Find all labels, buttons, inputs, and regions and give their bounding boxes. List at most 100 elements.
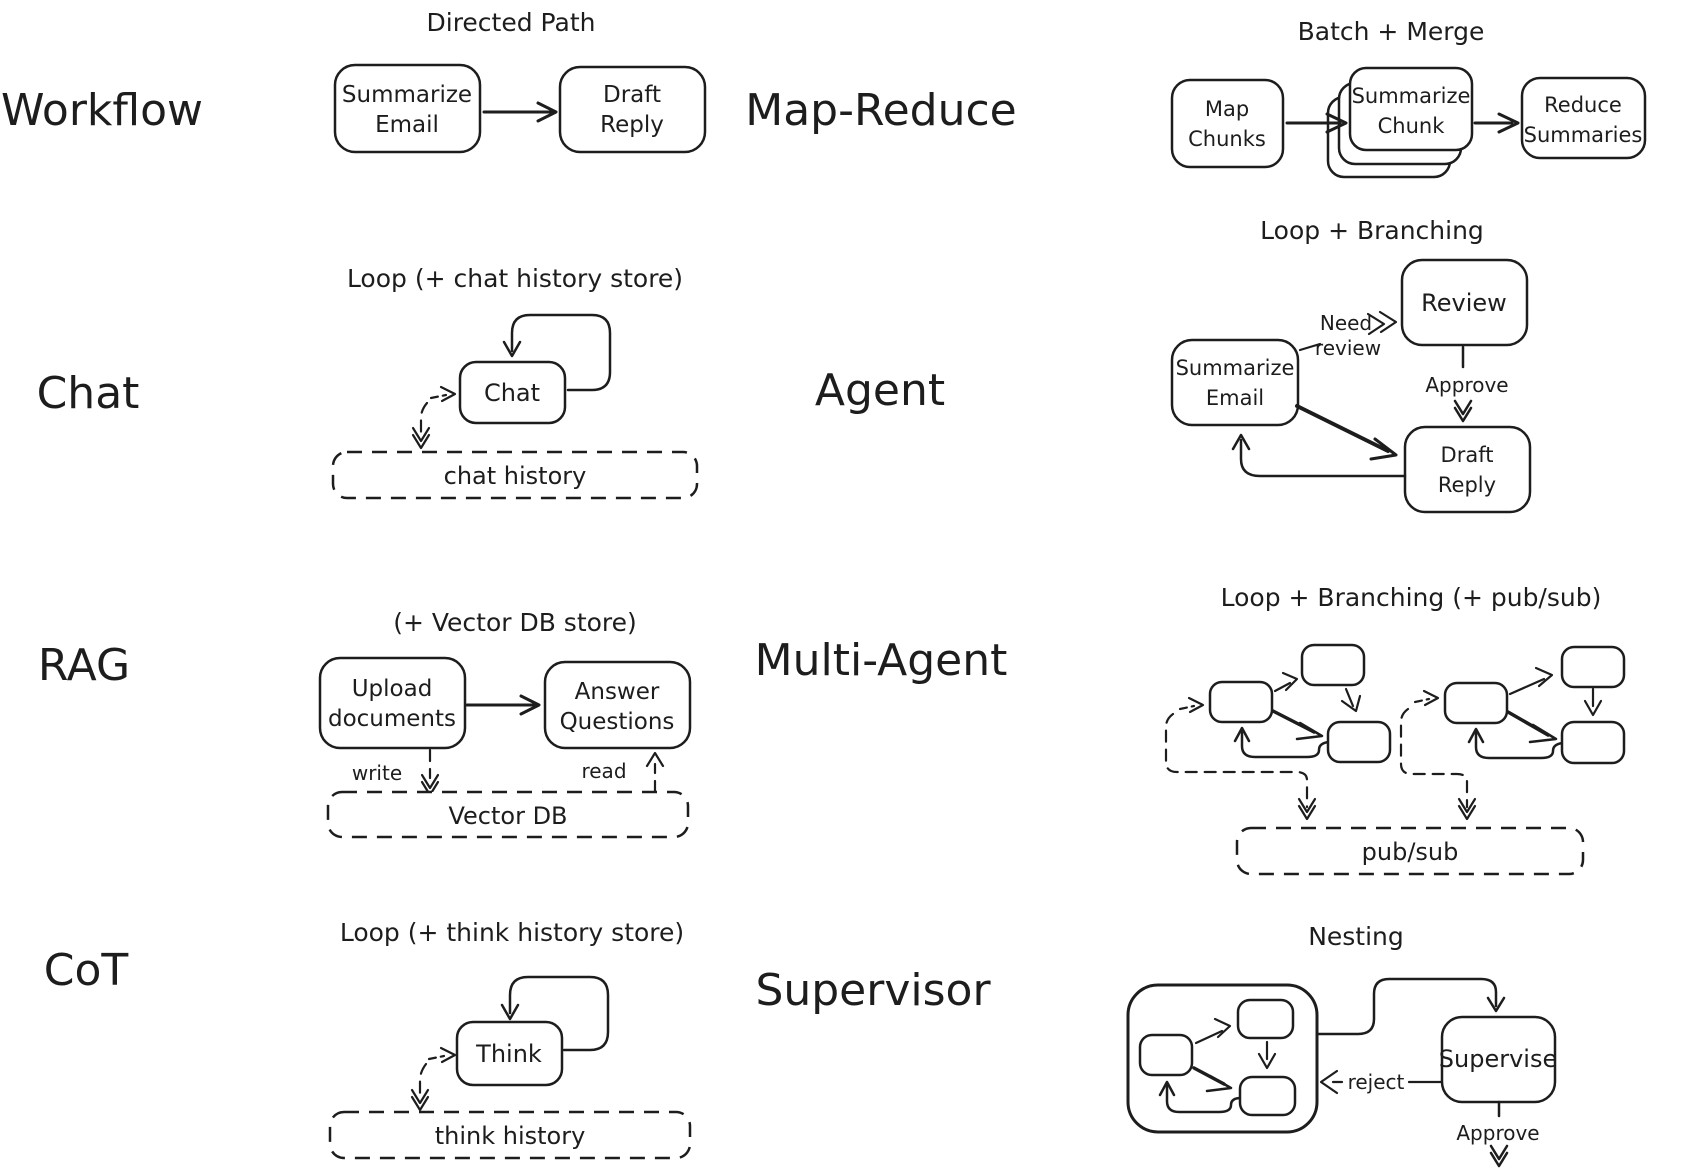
panel-rag: RAG (+ Vector DB store) Upload documents…	[38, 608, 692, 839]
arrow-upload-to-answer	[465, 694, 541, 716]
arrow-draft-to-summarize-loop	[1231, 433, 1407, 478]
node-summarize-chunk-stack: Summarize Chunk	[1326, 66, 1474, 179]
panel-label: Supervisor	[755, 965, 991, 1016]
arrowhead	[1422, 689, 1440, 707]
agent-node	[1326, 720, 1392, 764]
node-label: Draft	[1441, 443, 1494, 467]
panel-title: Loop (+ think history store)	[340, 918, 684, 947]
node-upload-documents	[318, 656, 467, 750]
edge-label: Approve	[1456, 1121, 1539, 1145]
dashed-arrow-to-store	[410, 1062, 430, 1112]
node-label: Draft	[603, 82, 661, 108]
panel-chat: Chat Loop (+ chat history store) Chat ch…	[37, 264, 699, 500]
nested-arrow-left-to-top	[1194, 1017, 1232, 1045]
edge-approve: Approve	[1425, 345, 1509, 423]
agent-node	[1300, 643, 1366, 687]
panel-title: Batch + Merge	[1298, 17, 1485, 46]
node-summarize-email	[333, 63, 482, 154]
node-label: Summaries	[1524, 123, 1643, 147]
node-label: Reduce	[1544, 93, 1622, 117]
edge-label: review	[1315, 336, 1381, 360]
arrowhead	[411, 433, 431, 450]
edge-need-review: Need review	[1298, 310, 1398, 360]
arrowhead	[1583, 699, 1603, 717]
nested-loop-bottom-to-left	[1158, 1080, 1243, 1114]
arrowhead	[645, 751, 665, 768]
arrow-left-to-top	[1508, 666, 1554, 696]
arrowhead	[1295, 721, 1324, 741]
node-label: Chunk	[1378, 114, 1446, 138]
node-label: Reply	[600, 112, 664, 138]
arrow-summarize-to-reduce	[1473, 112, 1520, 134]
arrow-top-to-bottom	[1340, 687, 1362, 713]
arrowhead	[500, 1003, 520, 1021]
store-label: think history	[435, 1122, 586, 1150]
edge-label: read	[581, 759, 626, 783]
node-map-chunks	[1170, 78, 1285, 169]
arrowhead	[1453, 406, 1473, 423]
panel-label: Multi-Agent	[755, 635, 1008, 686]
edge-approve: Approve	[1456, 1100, 1540, 1168]
arrowhead	[1528, 723, 1558, 744]
node-label: Summarize	[1176, 356, 1295, 380]
dashed-entry-arrow	[1178, 696, 1205, 714]
loop-bottom-to-left	[1233, 726, 1331, 759]
arrowhead	[1231, 433, 1251, 451]
arrowhead	[1489, 1151, 1509, 1168]
edge-write: write	[352, 748, 440, 797]
panel-title: Directed Path	[427, 8, 596, 37]
arrowhead	[411, 426, 431, 443]
arrow-container-to-supervise	[1315, 977, 1506, 1036]
node-label: Email	[1206, 386, 1264, 410]
panel-label: Chat	[37, 368, 140, 419]
panel-label: Map-Reduce	[745, 85, 1016, 136]
arrowhead	[439, 385, 457, 403]
arrow-left-to-bottom	[1506, 710, 1558, 744]
dashed-entry-arrow	[427, 1046, 457, 1064]
panel-label: Agent	[815, 365, 945, 416]
arrow-left-to-bottom	[1271, 709, 1324, 741]
node-label: Map	[1205, 97, 1249, 121]
node-label: documents	[328, 706, 456, 732]
node-label: Supervise	[1439, 1045, 1557, 1073]
arrowhead	[1325, 112, 1348, 134]
agent-node	[1443, 681, 1509, 725]
node-label: Summarize	[1352, 84, 1471, 108]
edge-label: reject	[1348, 1070, 1405, 1094]
leader-line	[1298, 342, 1322, 352]
arrow-top-to-bottom	[1583, 687, 1603, 717]
arrowhead	[1213, 1017, 1232, 1039]
self-loop-arrow	[500, 975, 610, 1052]
store-chat-history	[331, 450, 699, 500]
node-chat	[458, 360, 567, 425]
panel-agent: Agent Loop + Branching Review Summarize …	[815, 216, 1532, 514]
node-answer-questions	[543, 660, 692, 750]
panel-multi-agent: Multi-Agent Loop + Branching (+ pub/sub)	[755, 583, 1626, 876]
arrowhead	[1534, 666, 1554, 688]
agent-node	[1560, 720, 1626, 765]
arrowhead	[420, 773, 440, 790]
node-label: Summarize	[342, 82, 472, 108]
arrowhead	[1486, 996, 1506, 1013]
store-label: Vector DB	[448, 802, 567, 830]
node-draft-reply	[558, 65, 707, 154]
node-summarize-email	[1170, 338, 1300, 427]
edge-reject: reject	[1319, 1069, 1444, 1095]
arrowhead	[1297, 797, 1317, 814]
arrow-map-to-summarize	[1285, 112, 1348, 134]
arrowhead	[1467, 727, 1485, 744]
panel-cot: CoT Loop (+ think history store) Think t…	[44, 918, 692, 1160]
arrowhead	[1319, 1069, 1339, 1095]
node-think	[455, 1020, 564, 1087]
node-label: Think	[475, 1040, 542, 1068]
arrowhead	[1281, 671, 1299, 692]
arrowhead	[1205, 1074, 1233, 1093]
arrowhead	[1457, 804, 1477, 821]
arrowhead	[1297, 804, 1317, 821]
panel-title: Loop (+ chat history store)	[347, 264, 683, 293]
dashed-entry-arrow	[1413, 689, 1440, 707]
edge-read: read	[581, 751, 665, 794]
agent-cluster-2	[1399, 645, 1626, 821]
